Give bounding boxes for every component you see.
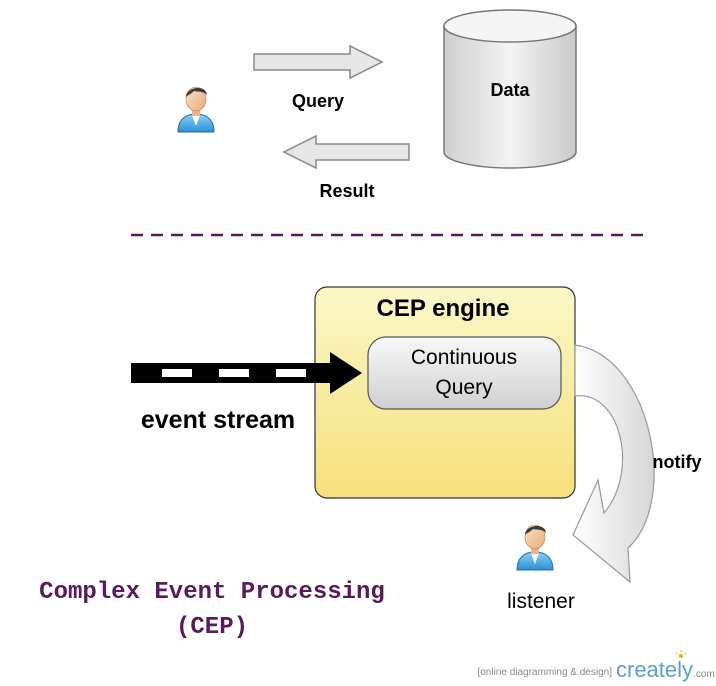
caption-line2: (CEP) (176, 614, 248, 641)
sun-icon (675, 650, 687, 659)
data-cylinder (443, 9, 577, 169)
query-arrow (253, 44, 384, 80)
continuous-query-line2: Query (435, 376, 493, 399)
continuous-query-box (367, 336, 562, 410)
creately-brand: creately (616, 657, 693, 682)
event-stream-label: event stream (141, 406, 295, 434)
caption-line1: Complex Event Processing (39, 579, 385, 606)
user-figure-top (177, 86, 215, 133)
cep-engine-title: CEP engine (377, 295, 510, 322)
creately-logo: creately.com (616, 657, 715, 682)
footer-tagline: [online diagramming & design] (477, 667, 612, 678)
event-stream-arrow (131, 352, 362, 394)
notify-label: notify (653, 452, 702, 472)
data-label: Data (490, 80, 530, 100)
person-icon (177, 86, 215, 133)
result-label: Result (319, 181, 374, 201)
query-label: Query (292, 91, 344, 111)
continuous-query-line1: Continuous (411, 346, 517, 369)
creately-suffix: .com (693, 669, 715, 680)
notify-arrow (572, 344, 655, 584)
person-icon (516, 524, 554, 571)
result-arrow (282, 134, 410, 170)
listener-label: listener (507, 590, 575, 613)
listener-figure (516, 524, 554, 571)
